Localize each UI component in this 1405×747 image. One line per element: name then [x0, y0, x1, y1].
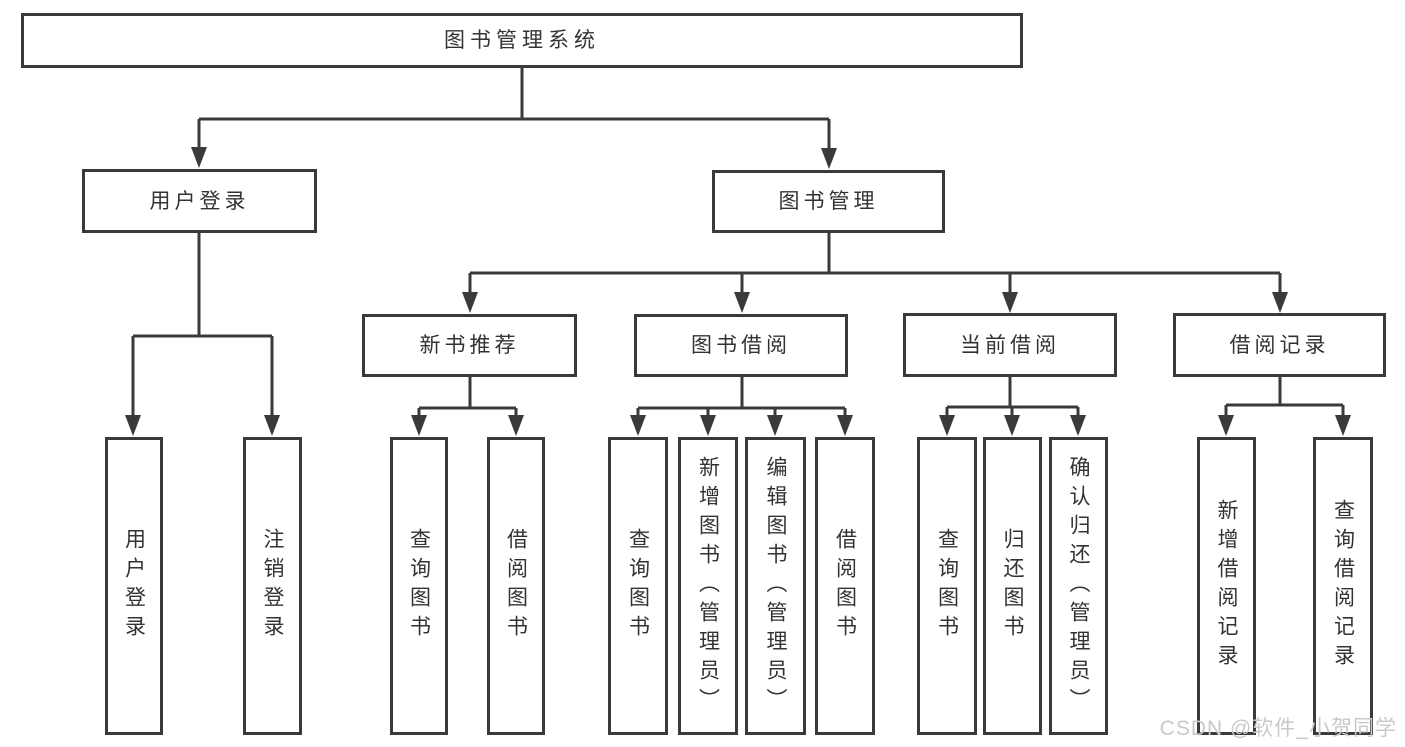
node-user-login: 用户登录	[82, 169, 317, 233]
leaf-borrowing-borrow-books: 借阅图书	[815, 437, 875, 735]
leaf-current-query-books: 查询图书	[917, 437, 977, 735]
leaf-return-books: 归还图书	[983, 437, 1042, 735]
leaf-add-books-admin: 新增图书（管理员）	[678, 437, 738, 735]
leaf-recommend-query-books: 查询图书	[390, 437, 448, 735]
node-book-borrowing: 图书借阅	[634, 314, 848, 377]
leaf-borrowing-query-books: 查询图书	[608, 437, 668, 735]
node-borrow-records: 借阅记录	[1173, 313, 1386, 377]
csdn-watermark: CSDN @软件_小贺同学	[1159, 717, 1397, 740]
leaf-query-borrow-record: 查询借阅记录	[1313, 437, 1373, 735]
node-current-borrowing: 当前借阅	[903, 313, 1117, 377]
node-book-management: 图书管理	[712, 170, 945, 233]
leaf-edit-books-admin: 编辑图书（管理员）	[745, 437, 806, 735]
leaf-confirm-return-admin: 确认归还（管理员）	[1049, 437, 1108, 735]
arrowhead-icons	[125, 147, 1351, 436]
leaf-user-login: 用户登录	[105, 437, 163, 735]
node-root-system: 图书管理系统	[21, 13, 1023, 68]
leaf-recommend-borrow-books: 借阅图书	[487, 437, 545, 735]
leaf-logout: 注销登录	[243, 437, 302, 735]
node-new-book-recommend: 新书推荐	[362, 314, 577, 377]
leaf-add-borrow-record: 新增借阅记录	[1197, 437, 1256, 735]
